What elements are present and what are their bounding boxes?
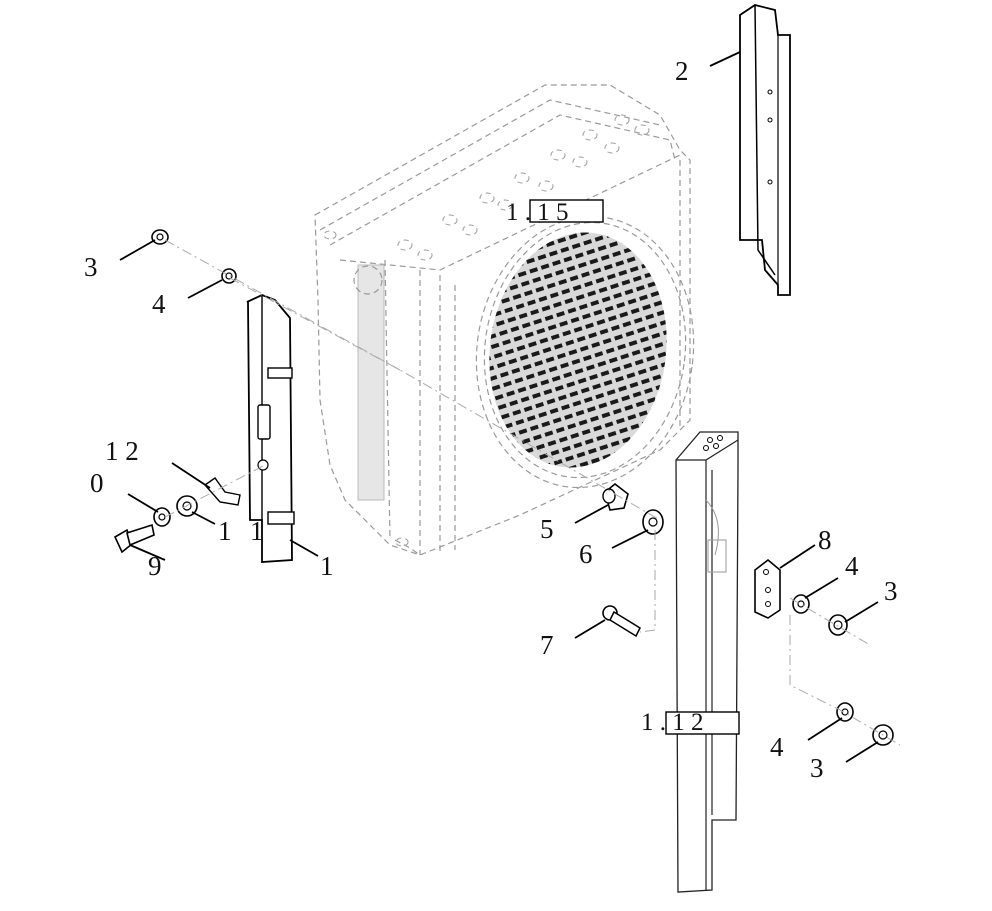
callout-3-right-lower: 3 — [810, 753, 824, 783]
callout-3-left: 3 — [84, 252, 98, 282]
callout-1: 1 — [320, 551, 334, 581]
assembly-axes — [164, 239, 901, 746]
callout-4-right-lower: 4 — [770, 732, 784, 762]
callout-7: 7 — [540, 630, 554, 660]
right-column-bracket — [675, 431, 739, 893]
reference-label-top: 1 . 1 5 — [506, 199, 569, 226]
part-1-left-bracket — [203, 294, 295, 563]
part-2-upper-bracket — [739, 4, 791, 296]
reference-box-top[interactable]: 1 . 1 5 — [506, 199, 604, 226]
callout-4-right-upper: 4 — [845, 551, 859, 581]
callout-8: 8 — [818, 525, 832, 555]
callout-10-digit-0: 0 — [90, 468, 104, 498]
callout-11-digit-2: 1 — [250, 516, 264, 546]
callout-9: 9 — [148, 551, 162, 581]
callout-4-left: 4 — [152, 289, 166, 319]
top-bolts — [397, 114, 650, 261]
callout-numbers: 2 3 4 1 2 0 1 1 9 1 5 6 7 8 4 3 4 3 — [84, 56, 898, 783]
right-hardware — [602, 482, 894, 746]
callout-5: 5 — [540, 514, 554, 544]
callout-2: 2 — [675, 56, 689, 86]
radiator-assembly — [314, 84, 695, 556]
reference-label-bottom: 1 . 1 2 — [641, 709, 704, 736]
fan-grille — [480, 225, 680, 475]
callout-11-digit-1: 1 — [218, 516, 232, 546]
leader-lines — [119, 51, 879, 763]
reference-box-bottom[interactable]: 1 . 1 2 — [641, 709, 740, 736]
callout-6: 6 — [579, 539, 593, 569]
callout-3-right-upper: 3 — [884, 576, 898, 606]
callout-12: 1 2 — [105, 436, 139, 466]
left-hardware — [113, 229, 237, 554]
